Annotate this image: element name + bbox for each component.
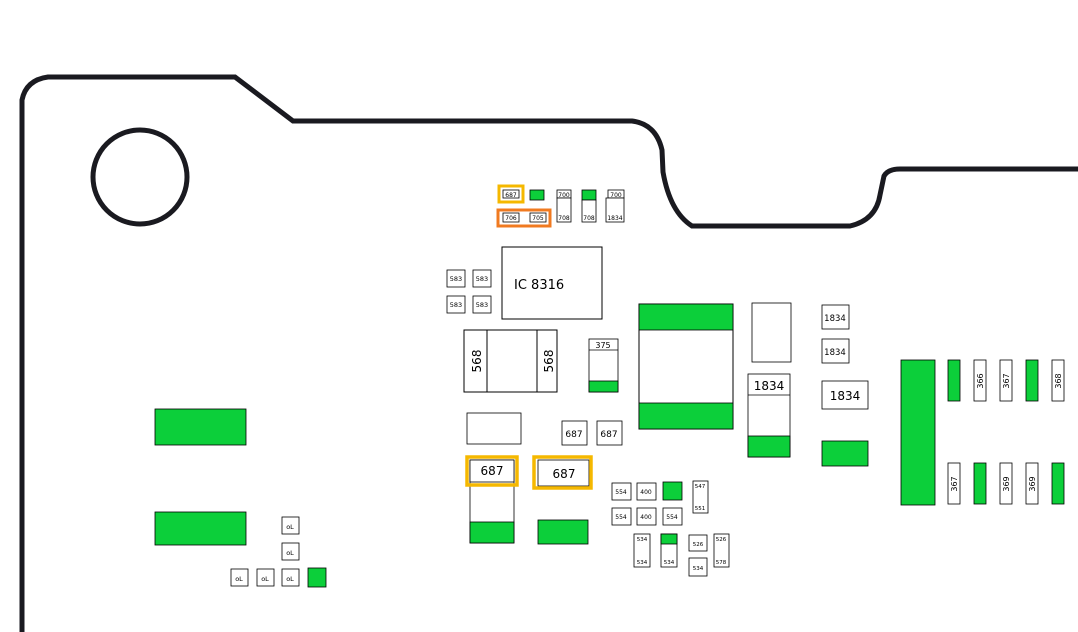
highlight-687-yellow[interactable] bbox=[497, 184, 525, 204]
empty-component-tall bbox=[751, 302, 792, 363]
label-369-a: 369 bbox=[1002, 476, 1011, 491]
label-687-highlight-a: 687 bbox=[481, 464, 504, 478]
right-1834-group: 1834 1834 1834 bbox=[821, 304, 869, 467]
label-ol-5: oL bbox=[286, 575, 294, 583]
ic-8316-label: IC 8316 bbox=[514, 278, 564, 293]
label-583-c: 583 bbox=[450, 301, 462, 309]
label-687-highlight-b: 687 bbox=[553, 467, 576, 481]
label-368: 368 bbox=[1054, 373, 1063, 388]
label-705: 705 bbox=[532, 215, 544, 222]
label-ol-1: oL bbox=[286, 523, 294, 531]
highlight-687-a[interactable] bbox=[465, 455, 519, 487]
mounting-hole bbox=[90, 127, 190, 227]
board-outline bbox=[19, 74, 1078, 632]
mosfet-large[interactable] bbox=[638, 303, 734, 430]
label-708-b: 708 bbox=[583, 215, 595, 222]
label-568-left: 568 bbox=[470, 350, 484, 373]
label-375: 375 bbox=[595, 341, 610, 350]
label-ol-4: oL bbox=[261, 575, 269, 583]
label-1834-small: 1834 bbox=[607, 215, 622, 222]
ic-8316[interactable]: IC 8316 bbox=[501, 246, 603, 320]
label-367-bottom: 367 bbox=[950, 476, 959, 491]
label-583-b: 583 bbox=[476, 275, 488, 283]
label-1834-r3: 1834 bbox=[830, 389, 861, 403]
label-700-b: 700 bbox=[610, 192, 622, 199]
label-1834-large: 1834 bbox=[754, 379, 785, 393]
label-687-small-b: 687 bbox=[600, 430, 617, 440]
highlight-706-705-orange[interactable] bbox=[496, 208, 552, 228]
label-547: 547 bbox=[695, 484, 706, 490]
label-ol-2: oL bbox=[286, 549, 294, 557]
capacitor-375[interactable]: 375 bbox=[588, 338, 619, 393]
label-366: 366 bbox=[976, 373, 985, 388]
label-578: 578 bbox=[716, 560, 727, 566]
label-369-b: 369 bbox=[1028, 476, 1037, 491]
label-583-a: 583 bbox=[450, 275, 462, 283]
label-700-a: 700 bbox=[558, 192, 570, 199]
label-534-b: 534 bbox=[637, 560, 648, 566]
label-554-b: 554 bbox=[615, 514, 627, 521]
label-568-right: 568 bbox=[542, 350, 556, 373]
label-400-a: 400 bbox=[640, 489, 652, 496]
label-1834-r1: 1834 bbox=[824, 314, 846, 324]
component-1834-large[interactable]: 1834 bbox=[747, 373, 791, 458]
label-687-top: 687 bbox=[505, 192, 517, 199]
label-554-c: 554 bbox=[666, 514, 678, 521]
label-687-small-a: 687 bbox=[565, 430, 582, 440]
label-708-a: 708 bbox=[558, 215, 570, 222]
label-ol-3: oL bbox=[235, 575, 243, 583]
label-583-d: 583 bbox=[476, 301, 488, 309]
label-534-a: 534 bbox=[637, 537, 648, 543]
left-pad-upper bbox=[154, 408, 247, 446]
inductor-568[interactable]: 568 568 bbox=[463, 329, 558, 393]
label-367-top: 367 bbox=[1002, 373, 1011, 388]
highlight-687-b[interactable] bbox=[532, 455, 593, 490]
ol-test-points: oL oL oL oL oL bbox=[230, 516, 327, 588]
resistor-583-group: 583 583 583 583 bbox=[446, 269, 492, 314]
label-551: 551 bbox=[695, 506, 706, 512]
label-534-d: 534 bbox=[693, 566, 704, 572]
label-554-a: 554 bbox=[615, 489, 627, 496]
label-526-b: 526 bbox=[716, 537, 727, 543]
right-vertical-components: 366 367 368 367 369 369 bbox=[900, 359, 1065, 506]
component-687-horizontal[interactable]: 687 bbox=[532, 455, 593, 545]
empty-component-wide bbox=[466, 412, 522, 445]
resistor-687-pair: 687 687 bbox=[561, 420, 623, 446]
label-526-a: 526 bbox=[693, 542, 704, 548]
left-pad-lower bbox=[154, 511, 247, 546]
top-component-row: 687 700 700 706 705 708 708 1834 bbox=[502, 189, 625, 223]
label-400-b: 400 bbox=[640, 514, 652, 521]
small-component-cluster: 554 400 547 551 554 400 554 534 534 534 … bbox=[611, 480, 730, 577]
component-687-vertical[interactable]: 687 bbox=[465, 455, 519, 544]
label-706: 706 bbox=[505, 215, 517, 222]
label-534-c: 534 bbox=[664, 560, 675, 566]
label-1834-r2: 1834 bbox=[824, 348, 846, 358]
